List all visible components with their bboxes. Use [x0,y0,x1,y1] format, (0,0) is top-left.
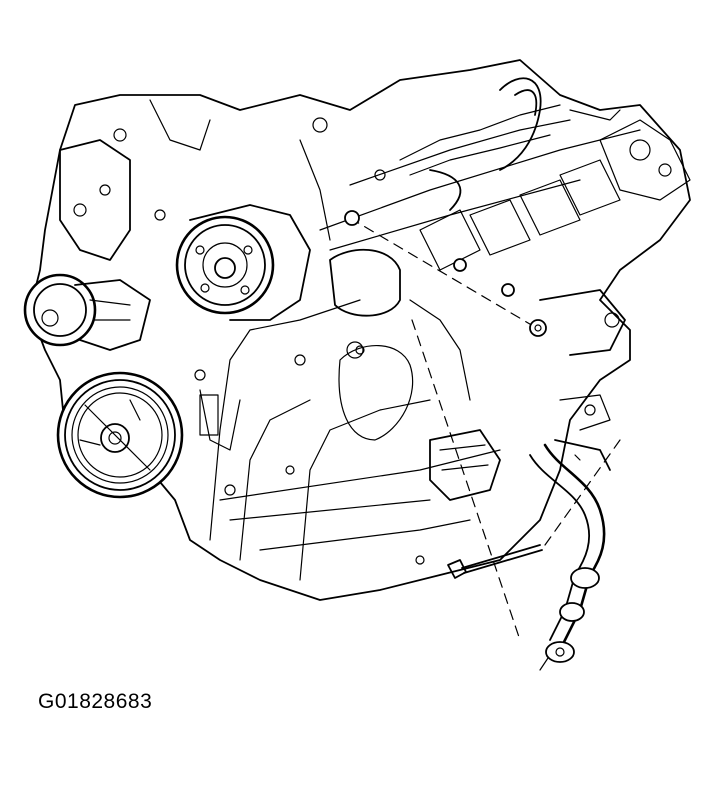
leader-lines [344,210,621,641]
idler-pulley [23,273,151,351]
figure-id-label: G01828683 [38,690,153,713]
misc-bolts [154,117,425,565]
center-components [199,248,501,501]
left-bracket [59,99,211,261]
engine-block [29,59,691,601]
right-side-parts [539,289,626,471]
bolt [447,544,543,579]
valve-cover [399,104,691,271]
upper-hoses [429,77,621,211]
pipe-assembly [529,443,606,671]
compressor-pulley [175,204,311,321]
crankshaft-pulley [56,371,184,499]
